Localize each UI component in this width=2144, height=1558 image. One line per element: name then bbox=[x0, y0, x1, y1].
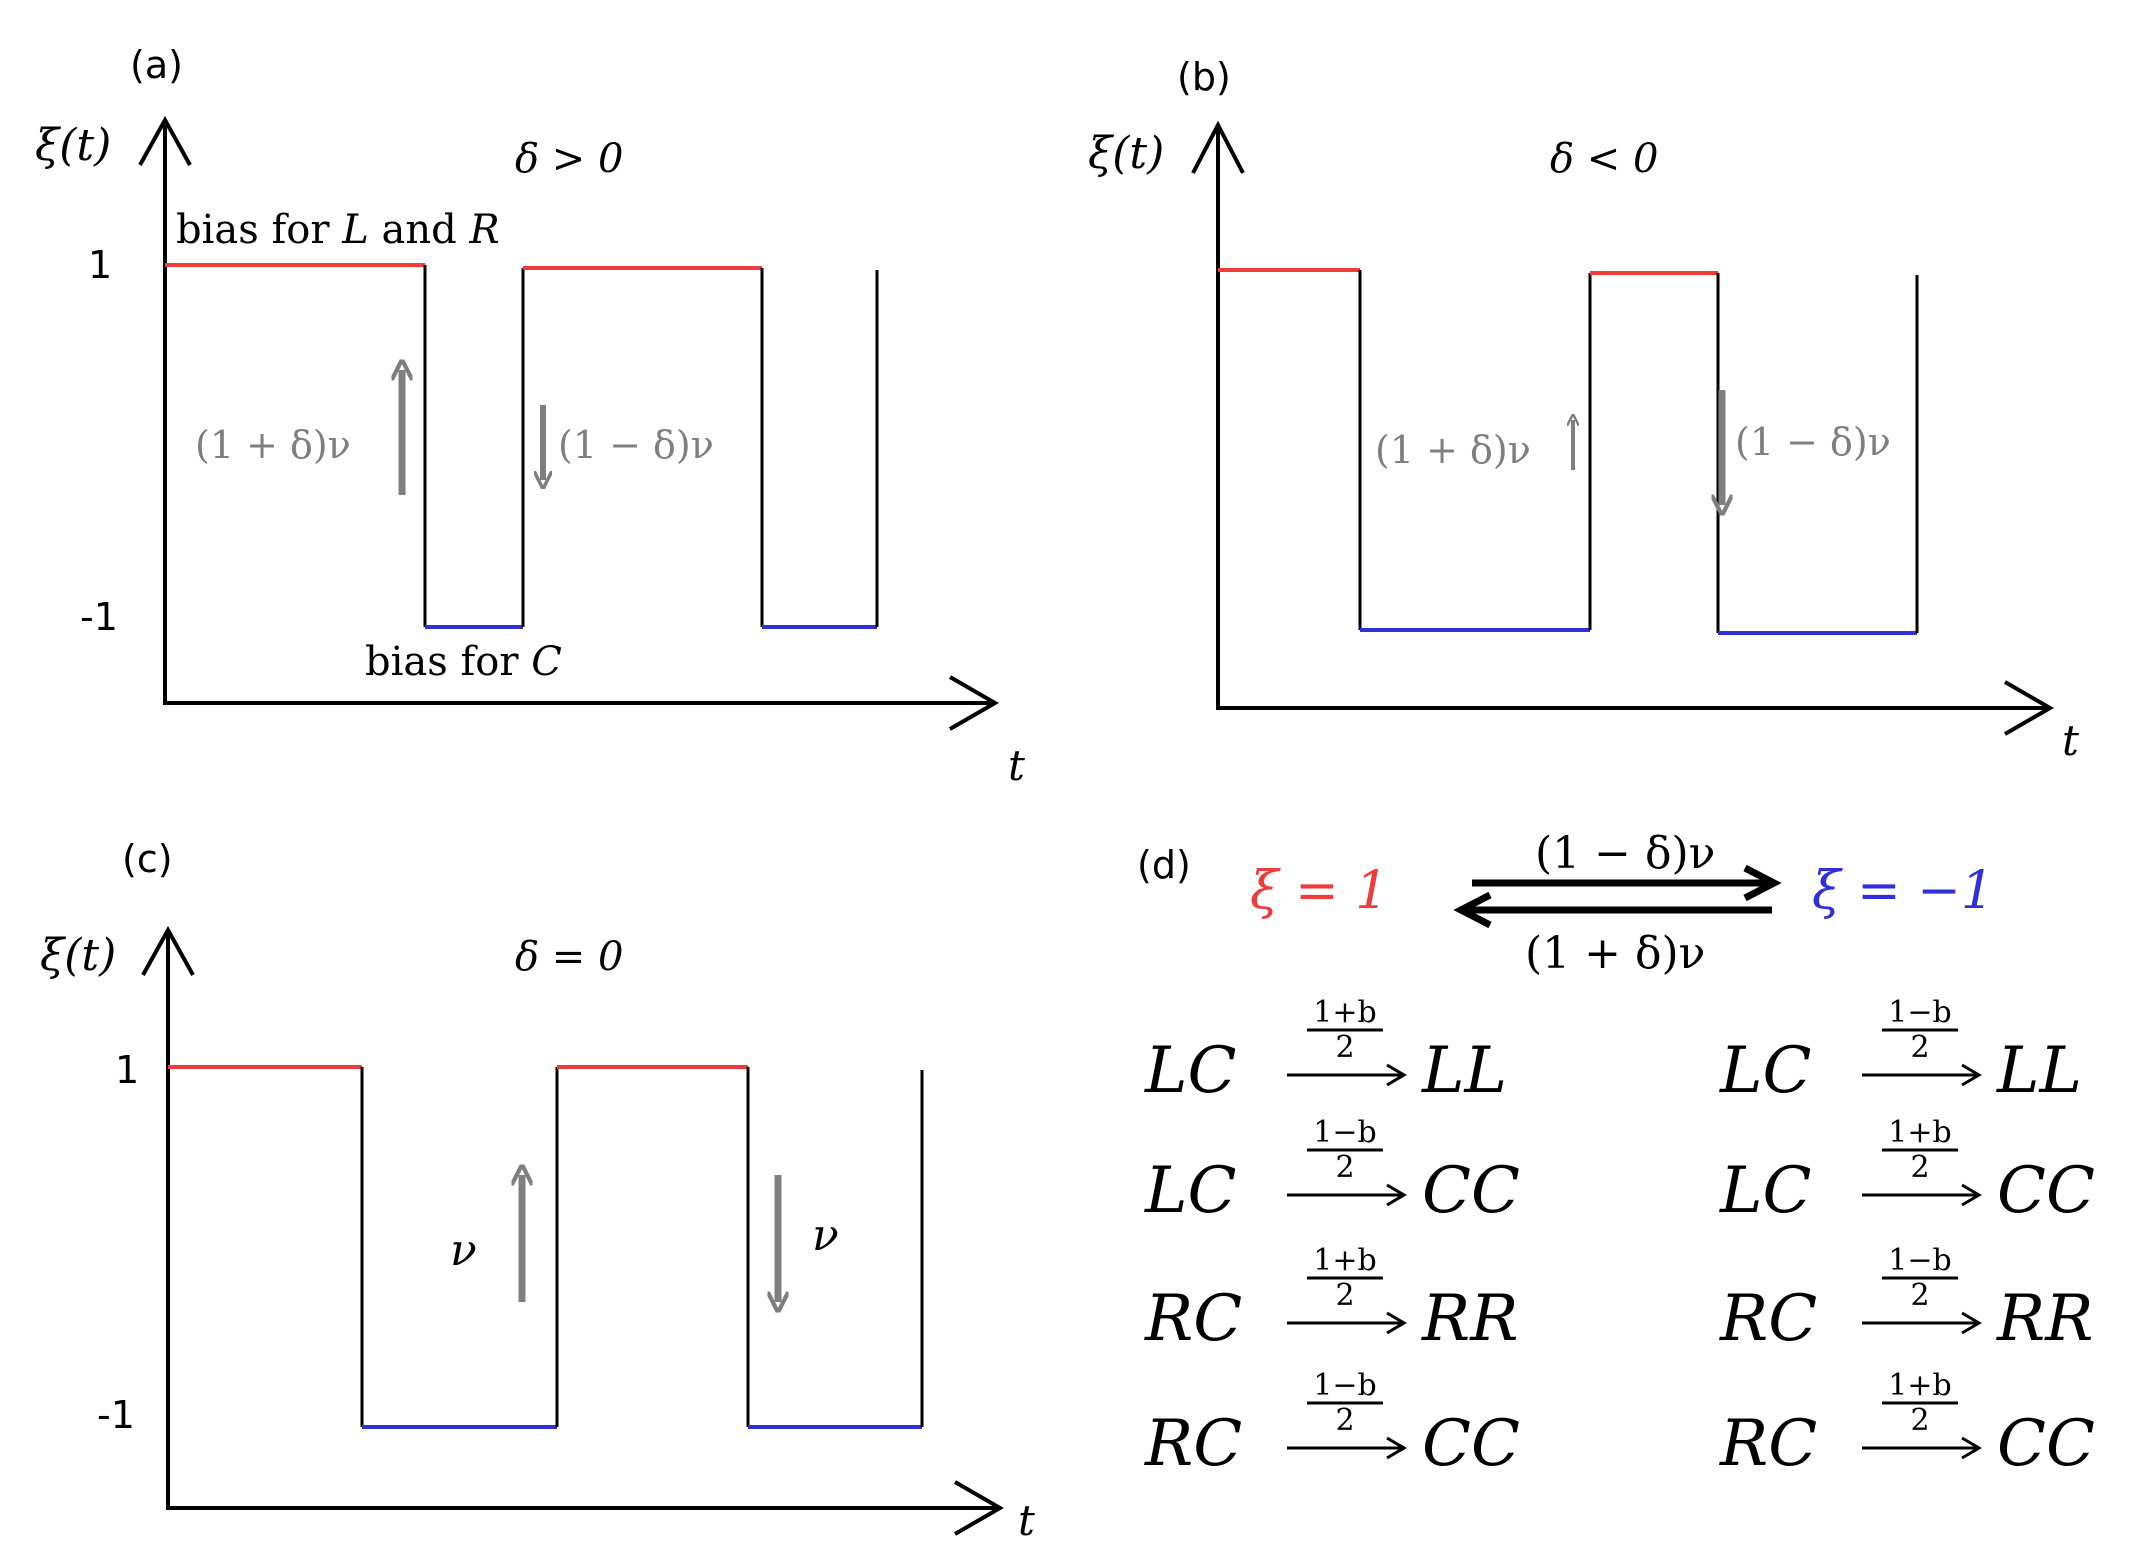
state-minus: ξ = −1 bbox=[1812, 861, 1994, 921]
panel-a-tick-low: -1 bbox=[80, 595, 118, 639]
reaction-arrowhead bbox=[1386, 1436, 1407, 1460]
panel-a-top-note: bias for L and R bbox=[176, 207, 500, 253]
product: CC bbox=[1422, 1154, 1520, 1228]
product: LL bbox=[1421, 1034, 1507, 1108]
panel-c-up-rate: ν bbox=[450, 1225, 477, 1276]
panel-a-down-rate: (1 − δ)ν bbox=[558, 423, 714, 467]
rate-numerator: 1−b bbox=[1888, 995, 1951, 1030]
product: LL bbox=[1996, 1034, 2082, 1108]
backward-arrowhead bbox=[1453, 891, 1492, 929]
panel-c-condition: δ = 0 bbox=[515, 934, 623, 980]
rate-denominator: 2 bbox=[1335, 1030, 1354, 1065]
reactant: LC bbox=[1144, 1034, 1236, 1108]
reactant: LC bbox=[1719, 1034, 1811, 1108]
reaction-arrowhead bbox=[1961, 1183, 1982, 1207]
state-plus: ξ = 1 bbox=[1250, 861, 1388, 921]
rate-denominator: 2 bbox=[1910, 1030, 1929, 1065]
rate-numerator: 1+b bbox=[1313, 995, 1376, 1030]
panel-b: (b) ξ(t) δ < 0 t (1 + δ)ν (1 − δ)ν bbox=[1088, 55, 2079, 765]
panel-c: (c) ξ(t) δ = 0 t 1 -1 ν ν bbox=[40, 837, 1035, 1545]
panel-a: (a) ξ(t) δ > 0 t 1 -1 bias for L and R b… bbox=[35, 43, 1025, 790]
product: RR bbox=[1421, 1282, 1518, 1356]
reactant: RC bbox=[1719, 1282, 1817, 1356]
rate-numerator: 1+b bbox=[1888, 1368, 1951, 1403]
reaction-right-1: LC 1−b2 LL bbox=[1719, 995, 2082, 1108]
reaction-left-3: RC 1+b2 RR bbox=[1144, 1243, 1518, 1356]
product: CC bbox=[1997, 1154, 2095, 1228]
panel-a-condition: δ > 0 bbox=[515, 136, 623, 182]
panel-a-bottom-note: bias for C bbox=[365, 639, 562, 685]
rate-denominator: 2 bbox=[1910, 1403, 1929, 1438]
panel-c-tick-low: -1 bbox=[97, 1393, 135, 1437]
reaction-arrowhead bbox=[1386, 1183, 1407, 1207]
panel-b-down-rate: (1 − δ)ν bbox=[1735, 420, 1891, 464]
panel-c-tick-high: 1 bbox=[115, 1048, 139, 1092]
reaction-arrowhead bbox=[1961, 1063, 1982, 1087]
product: CC bbox=[1997, 1407, 2095, 1481]
reaction-arrowhead bbox=[1386, 1063, 1407, 1087]
reactant: RC bbox=[1144, 1282, 1242, 1356]
panel-b-y-axis-label: ξ(t) bbox=[1088, 128, 1164, 179]
rate-numerator: 1+b bbox=[1313, 1243, 1376, 1278]
panel-b-x-arrowhead bbox=[2003, 680, 2054, 736]
rate-denominator: 2 bbox=[1910, 1278, 1929, 1313]
panel-b-y-arrowhead bbox=[1191, 120, 1245, 174]
reaction-right-2: LC 1+b2 CC bbox=[1719, 1115, 2095, 1228]
panel-a-label: (a) bbox=[130, 43, 183, 87]
product: RR bbox=[1996, 1282, 2093, 1356]
panel-b-label: (b) bbox=[1177, 55, 1231, 99]
panel-a-up-rate: (1 + δ)ν bbox=[195, 423, 351, 467]
reaction-left-2: LC 1−b2 CC bbox=[1144, 1115, 1520, 1228]
reaction-left-4: RC 1−b2 CC bbox=[1144, 1368, 1520, 1481]
panel-b-up-rate: (1 + δ)ν bbox=[1375, 428, 1531, 472]
panel-a-y-axis-label: ξ(t) bbox=[35, 120, 111, 171]
panel-a-x-axis-label: t bbox=[1008, 741, 1025, 790]
panel-c-y-arrowhead bbox=[141, 925, 195, 976]
panel-a-y-arrowhead bbox=[138, 115, 192, 166]
panel-c-x-axis-label: t bbox=[1018, 1496, 1035, 1545]
panel-d: (d) ξ = 1 ξ = −1 (1 − δ)ν (1 + δ)ν LC 1+b… bbox=[1137, 828, 2095, 1481]
panel-d-label: (d) bbox=[1137, 843, 1191, 887]
reaction-arrowhead bbox=[1386, 1311, 1407, 1335]
reaction-right-4: RC 1+b2 CC bbox=[1719, 1368, 2095, 1481]
reaction-arrowhead bbox=[1961, 1436, 1982, 1460]
panel-b-condition: δ < 0 bbox=[1550, 136, 1658, 182]
rate-denominator: 2 bbox=[1335, 1403, 1354, 1438]
panel-c-x-arrowhead bbox=[953, 1480, 1004, 1536]
panel-a-x-arrowhead bbox=[948, 675, 999, 731]
reactant: LC bbox=[1719, 1154, 1811, 1228]
reaction-arrowhead bbox=[1961, 1311, 1982, 1335]
panel-c-y-axis-label: ξ(t) bbox=[40, 930, 116, 981]
rate-denominator: 2 bbox=[1335, 1150, 1354, 1185]
reactant: LC bbox=[1144, 1154, 1236, 1228]
rate-backward: (1 + δ)ν bbox=[1525, 928, 1705, 979]
rate-numerator: 1+b bbox=[1888, 1115, 1951, 1150]
product: CC bbox=[1422, 1407, 1520, 1481]
rate-forward: (1 − δ)ν bbox=[1535, 828, 1715, 879]
reaction-left-1: LC 1+b2 LL bbox=[1144, 995, 1507, 1108]
reactant: RC bbox=[1719, 1407, 1817, 1481]
panel-c-label: (c) bbox=[122, 837, 173, 881]
panel-c-down-rate: ν bbox=[812, 1210, 839, 1261]
rate-numerator: 1−b bbox=[1888, 1243, 1951, 1278]
panel-a-tick-high: 1 bbox=[88, 243, 112, 287]
reactant: RC bbox=[1144, 1407, 1242, 1481]
rate-numerator: 1−b bbox=[1313, 1115, 1376, 1150]
rate-denominator: 2 bbox=[1335, 1278, 1354, 1313]
rate-numerator: 1−b bbox=[1313, 1368, 1376, 1403]
panel-b-x-axis-label: t bbox=[2062, 716, 2079, 765]
forward-arrowhead bbox=[1743, 864, 1782, 902]
rate-denominator: 2 bbox=[1910, 1150, 1929, 1185]
reaction-right-3: RC 1−b2 RR bbox=[1719, 1243, 2093, 1356]
